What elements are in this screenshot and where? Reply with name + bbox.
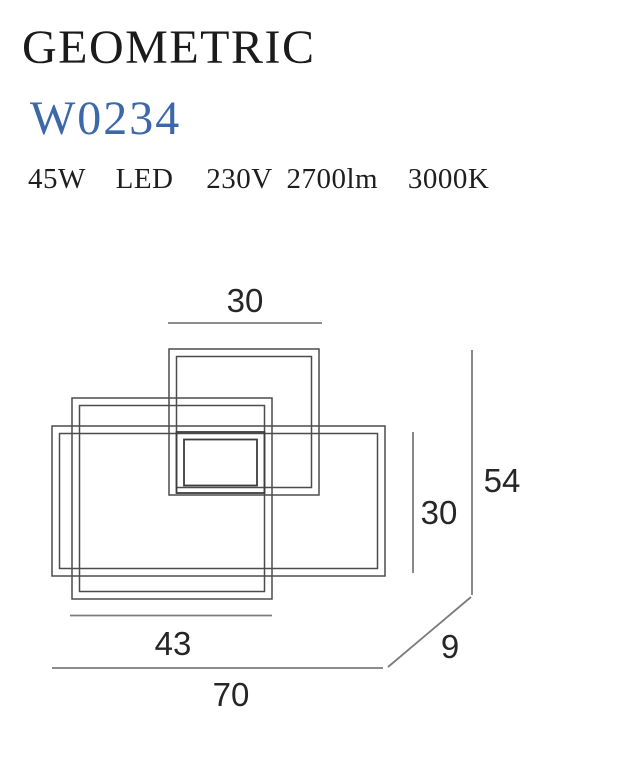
top-square-frame-inner xyxy=(175,355,313,489)
dim-label-left-width: 43 xyxy=(155,625,192,662)
product-model-number: W0234 xyxy=(30,92,182,145)
left-square-frame-outer xyxy=(71,397,273,600)
dim-line-depth xyxy=(387,596,472,668)
dim-label-top-width: 30 xyxy=(227,282,264,319)
mount-box xyxy=(175,431,266,494)
wide-frame xyxy=(51,425,386,577)
left-square-frame-inner xyxy=(78,404,266,593)
dim-label-total-height: 54 xyxy=(484,462,521,499)
wide-frame-outer xyxy=(51,425,386,577)
top-square-frame-outer xyxy=(168,348,320,496)
dim-label-depth: 9 xyxy=(441,628,459,665)
dim-label-total-width: 70 xyxy=(213,676,250,713)
spec-luminous-flux: 2700lm xyxy=(286,163,379,195)
mount-box-outer xyxy=(175,431,266,494)
left-square-frame xyxy=(71,397,273,600)
wide-frame-inner xyxy=(58,432,379,570)
mount-box-inner xyxy=(183,438,258,487)
dim-label-wide-frame-height: 30 xyxy=(421,494,458,531)
spec-light-source: LED xyxy=(115,163,174,195)
spec-color-temperature: 3000K xyxy=(407,163,490,195)
product-specs-line: 45W LED 230V 2700lm 3000K xyxy=(28,165,489,194)
product-title: GEOMETRIC xyxy=(22,21,316,74)
top-square-frame xyxy=(168,348,320,496)
spec-wattage: 45W xyxy=(28,163,86,195)
spec-voltage: 230V xyxy=(206,163,273,195)
